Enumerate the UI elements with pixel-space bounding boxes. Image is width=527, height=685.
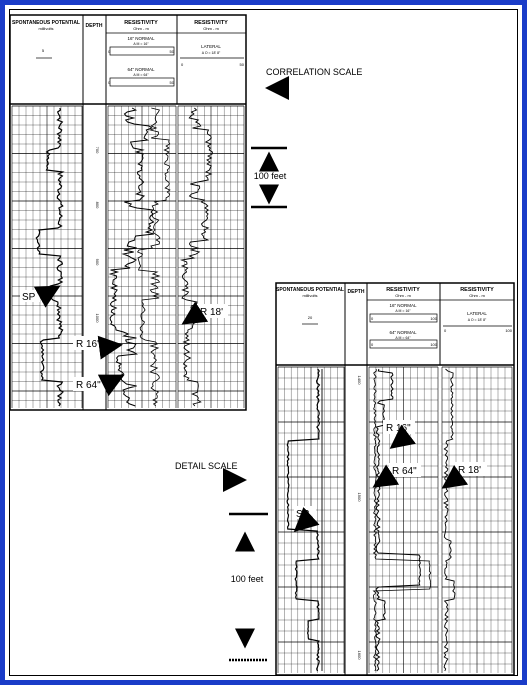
bottom-depth-mark-1600: 1600 [357, 651, 362, 661]
top-normal16-spacing: A M = 16" [133, 42, 149, 46]
bottom-normal64-max: 100 [430, 342, 437, 347]
top-depth-title: DEPTH [86, 23, 103, 29]
top-res-title: RESISTIVITY [124, 20, 158, 26]
top-res2-units: Ohm - m [203, 26, 219, 31]
top-normal64-spacing: A M = 64" [133, 73, 149, 77]
bottom-normal64-min: 0 [371, 342, 374, 347]
bottom-depth-mark-1400: 1400 [357, 376, 362, 386]
bottom-sp-scale: 20 [308, 315, 313, 320]
bottom-depth-title: DEPTH [348, 289, 365, 295]
bottom-normal16-min: 0 [371, 316, 374, 321]
bottom-r18-arrow [441, 465, 469, 489]
top-r16-arrow [97, 335, 123, 360]
top-hundred-feet-label: 100 feet [254, 171, 287, 181]
correlation-scale-label: CORRELATION SCALE [266, 67, 362, 77]
top-sp-label: SP [22, 292, 36, 303]
top-lateral-max: 50 [240, 62, 245, 67]
top-depth-mark-1000: 1000 [95, 314, 100, 324]
top-r18-arrow [181, 301, 209, 325]
top-lateral-curve [179, 107, 213, 407]
detail-scale-label: DETAIL SCALE [175, 461, 238, 471]
top-res-units: Ohm - m [133, 26, 149, 31]
top-r64-arrow [97, 374, 125, 397]
bottom-r16-arrow [389, 424, 416, 449]
top-depth-mark-800: 800 [95, 202, 100, 209]
bottom-log-curves [286, 368, 456, 672]
top-depth-mark-700: 700 [95, 147, 100, 154]
top-lateral-min: 0 [181, 62, 184, 67]
bottom-lateral-min: 0 [444, 328, 447, 333]
bottom-normal64-title: 64" NORMAL [389, 330, 417, 335]
bottom-log-border [275, 282, 515, 676]
top-log: SPONTANEOUS POTENTIAL millivolts 5 DEPTH… [9, 14, 247, 411]
bottom-normal16-title: 16" NORMAL [389, 303, 417, 308]
bottom-res2-title: RESISTIVITY [460, 287, 494, 293]
bottom-res-title: RESISTIVITY [386, 287, 420, 293]
top-lateral-spacing: A O = 18' 8" [202, 51, 221, 55]
top-normal64-title: 64" NORMAL [127, 67, 155, 72]
bottom-r16-curve [375, 368, 422, 672]
top-r18-label: R 18' [200, 307, 223, 318]
bottom-sp-title: SPONTANEOUS POTENTIAL [276, 287, 344, 293]
bottom-normal64-spacing: A M = 64" [395, 336, 411, 340]
top-res2-title: RESISTIVITY [194, 20, 228, 26]
top-normal64-min: 0 [108, 80, 111, 85]
bottom-sp-curve [286, 368, 321, 672]
bottom-log-grid [277, 366, 513, 673]
top-sp-curve [35, 107, 65, 407]
top-normal16-max: 50 [170, 49, 175, 54]
bottom-lateral-title: LATERAL [467, 311, 487, 316]
top-r64-curve [136, 107, 171, 407]
bottom-r16-label: R 16" [386, 423, 411, 434]
top-lateral-title: LATERAL [201, 44, 221, 49]
bottom-r64-curve [372, 368, 432, 672]
bottom-sp-units: millivolts [302, 293, 317, 298]
bottom-r18-label: R 18' [458, 465, 481, 476]
bottom-normal16-max: 100 [430, 316, 437, 321]
top-sp-scale: 5 [42, 48, 45, 53]
bottom-r64-label: R 64" [392, 466, 417, 477]
top-normal16-min: 0 [108, 49, 111, 54]
bottom-res2-units: Ohm - m [469, 293, 485, 298]
bottom-r64-arrow [372, 464, 400, 488]
bottom-hundred-feet-label: 100 feet [231, 574, 264, 584]
bottom-lateral-max: 100 [505, 328, 512, 333]
top-depth-mark-900: 900 [95, 259, 100, 266]
bottom-depth-mark-1500: 1500 [357, 493, 362, 503]
bottom-res-units: Ohm - m [395, 293, 411, 298]
top-r64-label: R 64" [76, 380, 101, 391]
top-sp-units: millivolts [38, 26, 53, 31]
bottom-lateral-curve [443, 368, 456, 672]
top-r16-label: R 16" [76, 339, 101, 350]
bottom-sp-label: SP [296, 509, 310, 520]
top-sp-arrow [33, 285, 61, 308]
top-sp-title: SPONTANEOUS POTENTIAL [12, 20, 80, 26]
bottom-lateral-spacing: A O = 18' 8" [468, 318, 487, 322]
bottom-sp-arrow [293, 506, 320, 533]
top-normal64-max: 50 [170, 80, 175, 85]
top-normal16-title: 16" NORMAL [127, 36, 155, 41]
bottom-log: SPONTANEOUS POTENTIAL millivolts 20 DEPT… [275, 282, 515, 676]
bottom-normal16-spacing: A M = 16" [395, 309, 411, 313]
